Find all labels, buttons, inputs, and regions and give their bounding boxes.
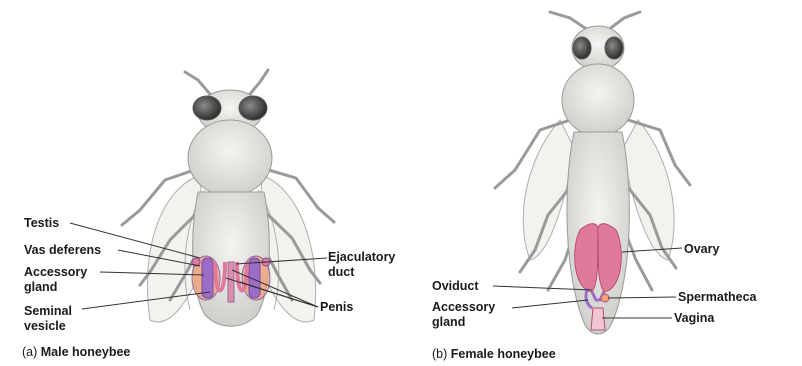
label-seminal-vesicle-line2: vesicle [24, 319, 66, 333]
label-ejaculatory-duct-line2: duct [328, 265, 354, 279]
label-accessory-gland-male-line1: Accessory [24, 265, 87, 279]
male-right-eye [239, 96, 267, 120]
label-ejaculatory-duct-line1: Ejaculatory [328, 250, 395, 264]
label-vagina: Vagina [674, 311, 714, 325]
label-vas-deferens: Vas deferens [24, 243, 101, 257]
label-accessory-gland-female-line2: gland [432, 315, 465, 329]
female-right-eye [605, 37, 623, 59]
label-ovary: Ovary [684, 242, 719, 256]
female-honeybee-drawing [495, 12, 690, 334]
female-left-eye [573, 37, 591, 59]
caption-female: (b) Female honeybee [432, 347, 556, 361]
caption-male-text: Male honeybee [41, 345, 131, 359]
caption-female-letter: (b) [432, 347, 447, 361]
male-thorax [188, 120, 272, 196]
caption-male: (a) Male honeybee [22, 345, 130, 359]
male-honeybee-drawing [122, 70, 334, 326]
label-penis: Penis [320, 300, 353, 314]
label-testis: Testis [24, 216, 59, 230]
female-thorax [562, 64, 634, 136]
label-accessory-gland-female-line1: Accessory [432, 300, 495, 314]
label-accessory-gland-male-line2: gland [24, 280, 57, 294]
label-seminal-vesicle-line1: Seminal [24, 304, 72, 318]
label-oviduct: Oviduct [432, 279, 479, 293]
caption-female-text: Female honeybee [451, 347, 556, 361]
male-left-eye [193, 96, 221, 120]
label-spermatheca: Spermatheca [678, 290, 757, 304]
caption-male-letter: (a) [22, 345, 37, 359]
